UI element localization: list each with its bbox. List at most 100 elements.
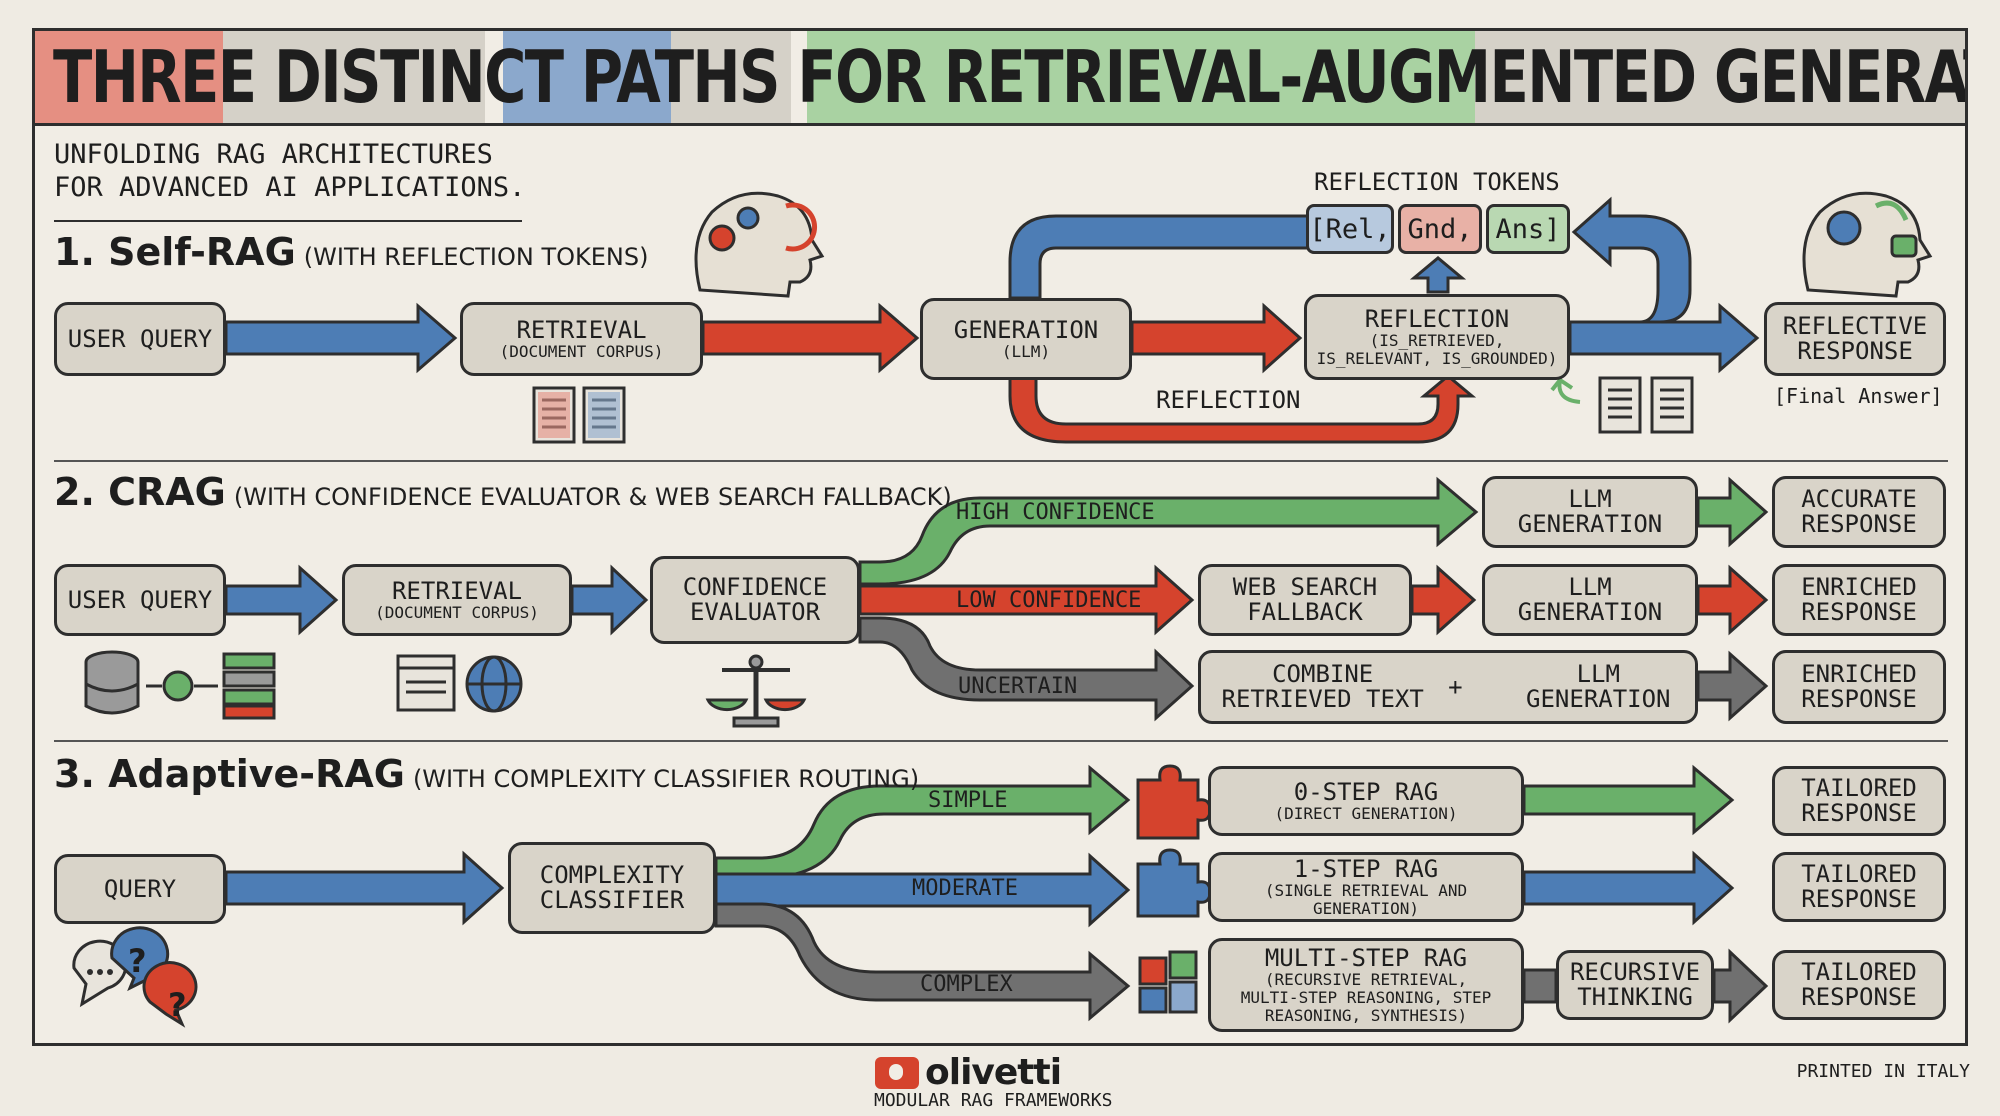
adaptive-arrows bbox=[224, 764, 1769, 1024]
combine-label: COMBINE RETRIEVED TEXT bbox=[1221, 660, 1424, 713]
arrow-complex bbox=[714, 902, 1131, 1022]
tailored-response-3[interactable]: TAILORED RESPONSE bbox=[1772, 950, 1946, 1020]
llm-label: LLM GENERATION bbox=[1526, 660, 1671, 713]
title-highlight-gray-2 bbox=[671, 31, 791, 123]
printed-in-italy: PRINTED IN ITALY bbox=[1796, 1061, 1970, 1082]
box-label: ACCURATE RESPONSE bbox=[1801, 485, 1917, 538]
one-step-rag[interactable]: 1-STEP RAG(SINGLE RETRIEVAL AND GENERATI… bbox=[1208, 852, 1524, 922]
arrow-low-confidence bbox=[858, 564, 1195, 636]
self-rag-note: (WITH REFLECTION TOKENS) bbox=[303, 243, 649, 271]
puzzle-red-icon bbox=[1136, 764, 1212, 840]
combine-llm-generation[interactable]: COMBINE RETRIEVED TEXT + LLM GENERATION bbox=[1198, 650, 1698, 724]
arrow-high-confidence bbox=[858, 476, 1479, 586]
svg-text:?: ? bbox=[168, 986, 187, 1024]
section-divider-1 bbox=[54, 460, 1948, 462]
complex-label: COMPLEX bbox=[920, 972, 1013, 997]
self-rag-reflection[interactable]: REFLECTION(IS_RETRIEVED, IS_RELEVANT, IS… bbox=[1304, 294, 1570, 380]
subtitle-rule bbox=[54, 220, 522, 222]
arrow-crag-query-to-retrieval bbox=[224, 564, 339, 636]
self-rag-retrieval[interactable]: RETRIEVAL(DOCUMENT CORPUS) bbox=[460, 302, 703, 376]
self-rag-reflective-response[interactable]: REFLECTIVE RESPONSE bbox=[1764, 302, 1946, 376]
reflection-tokens-label: REFLECTION TOKENS bbox=[1314, 168, 1560, 196]
title-word-distinct: DISTINCT bbox=[274, 35, 564, 119]
adaptive-rag-heading: 3. Adaptive-RAG(WITH COMPLEXITY CLASSIFI… bbox=[54, 752, 919, 796]
box-sublabel: (DOCUMENT CORPUS) bbox=[375, 602, 539, 622]
token-ans[interactable]: Ans] bbox=[1486, 204, 1570, 254]
recursive-thinking[interactable]: RECURSIVE THINKING bbox=[1556, 950, 1714, 1020]
web-search-fallback[interactable]: WEB SEARCH FALLBACK bbox=[1198, 564, 1412, 636]
document-corpus-icon bbox=[532, 386, 626, 444]
final-answer-label: [Final Answer] bbox=[1774, 384, 1943, 408]
arrow-generation-to-reflection bbox=[1130, 302, 1303, 374]
confidence-evaluator[interactable]: CONFIDENCE EVALUATOR bbox=[650, 556, 860, 644]
box-label: TAILORED RESPONSE bbox=[1801, 774, 1917, 827]
title-highlight-gray bbox=[223, 31, 485, 123]
simple-label: SIMPLE bbox=[928, 788, 1008, 813]
box-sublabel: (DOCUMENT CORPUS) bbox=[499, 341, 664, 361]
box-label: COMPLEXITY CLASSIFIER bbox=[539, 861, 685, 914]
arrow-retrieval-to-generation bbox=[701, 302, 920, 374]
box-sublabel: (SINGLE RETRIEVAL AND GENERATION) bbox=[1264, 880, 1468, 918]
subtitle: UNFOLDING RAG ARCHITECTURES FOR ADVANCED… bbox=[54, 139, 526, 203]
tailored-response-1[interactable]: TAILORED RESPONSE bbox=[1772, 766, 1946, 836]
arrow-zero-step-to-response bbox=[1522, 764, 1735, 836]
crag-heading: 2. CRAG(WITH CONFIDENCE EVALUATOR & WEB … bbox=[54, 470, 952, 514]
title-highlight-gray-3 bbox=[1475, 31, 1965, 123]
crag-user-query[interactable]: USER QUERY bbox=[54, 564, 226, 636]
title-word-paths: PATHS bbox=[580, 35, 781, 119]
zero-step-rag[interactable]: 0-STEP RAG(DIRECT GENERATION) bbox=[1208, 766, 1524, 836]
enriched-response-1[interactable]: ENRICHED RESPONSE bbox=[1772, 564, 1946, 636]
box-label: REFLECTION bbox=[1364, 304, 1510, 333]
arrow-simple bbox=[714, 764, 1131, 880]
box-label: ENRICHED RESPONSE bbox=[1801, 573, 1917, 626]
box-label: TAILORED RESPONSE bbox=[1801, 958, 1917, 1011]
box-label: TAILORED RESPONSE bbox=[1801, 860, 1917, 913]
crag-llm-generation-low[interactable]: LLM GENERATION bbox=[1482, 564, 1698, 636]
title-word-for: FOR bbox=[797, 35, 926, 119]
puzzle-blue-icon bbox=[1136, 848, 1212, 918]
high-confidence-label: HIGH CONFIDENCE bbox=[956, 500, 1155, 525]
multi-step-rag[interactable]: MULTI-STEP RAG(RECURSIVE RETRIEVAL, MULT… bbox=[1208, 938, 1524, 1032]
complexity-classifier[interactable]: COMPLEXITY CLASSIFIER bbox=[508, 842, 716, 934]
box-sublabel: (DIRECT GENERATION) bbox=[1274, 803, 1458, 823]
arrow-one-step-to-response bbox=[1522, 850, 1735, 926]
balance-scale-icon bbox=[705, 654, 807, 728]
title-word-generation: GENERATION (RAG) bbox=[1713, 35, 1965, 119]
crag-llm-generation-high[interactable]: LLM GENERATION bbox=[1482, 476, 1698, 548]
section-divider-2 bbox=[54, 740, 1948, 742]
box-label: 0-STEP RAG bbox=[1293, 777, 1439, 806]
self-rag-user-query[interactable]: USER QUERY bbox=[54, 302, 226, 376]
arrow-crag-retrieval-to-evaluator bbox=[570, 564, 649, 636]
box-label: RECURSIVE THINKING bbox=[1569, 958, 1701, 1011]
adaptive-note: (WITH COMPLEXITY CLASSIFIER ROUTING) bbox=[412, 765, 920, 793]
footer-brand: olivetti bbox=[875, 1052, 1062, 1093]
enriched-response-2[interactable]: ENRICHED RESPONSE bbox=[1772, 650, 1946, 724]
crag-retrieval[interactable]: RETRIEVAL(DOCUMENT CORPUS) bbox=[342, 564, 572, 636]
tailored-response-2[interactable]: TAILORED RESPONSE bbox=[1772, 852, 1946, 922]
arrow-feedback-loop bbox=[1571, 196, 1692, 324]
box-label: QUERY bbox=[103, 874, 177, 903]
arrow-websearch-to-llm bbox=[1410, 564, 1477, 636]
uncertain-label: UNCERTAIN bbox=[958, 674, 1078, 699]
box-label: 1-STEP RAG bbox=[1293, 854, 1439, 883]
browser-globe-icon bbox=[396, 654, 523, 713]
accurate-response[interactable]: ACCURATE RESPONSE bbox=[1772, 476, 1946, 548]
arrow-multi-to-recursive bbox=[1522, 968, 1558, 1004]
puzzle-multi-icon bbox=[1138, 950, 1198, 1014]
token-gnd[interactable]: Gnd, bbox=[1398, 204, 1482, 254]
self-rag-generation[interactable]: GENERATION(LLM) bbox=[920, 298, 1132, 380]
token-rel[interactable]: [Rel, bbox=[1306, 204, 1394, 254]
box-label: CONFIDENCE EVALUATOR bbox=[682, 573, 828, 626]
svg-text:?: ? bbox=[128, 942, 147, 980]
database-check-icon bbox=[84, 650, 276, 720]
brand-name: olivetti bbox=[925, 1052, 1062, 1093]
reflection-loop-label: REFLECTION bbox=[1156, 386, 1301, 414]
arrow-recursive-to-response bbox=[1712, 948, 1769, 1024]
box-label: LLM GENERATION bbox=[1517, 573, 1663, 626]
arrow-llm-to-accurate bbox=[1696, 476, 1769, 548]
adaptive-query[interactable]: QUERY bbox=[54, 854, 226, 924]
title-word-three: THREE bbox=[53, 35, 257, 119]
plus-label: + bbox=[1448, 672, 1463, 701]
olivetti-logo-icon bbox=[875, 1056, 919, 1089]
